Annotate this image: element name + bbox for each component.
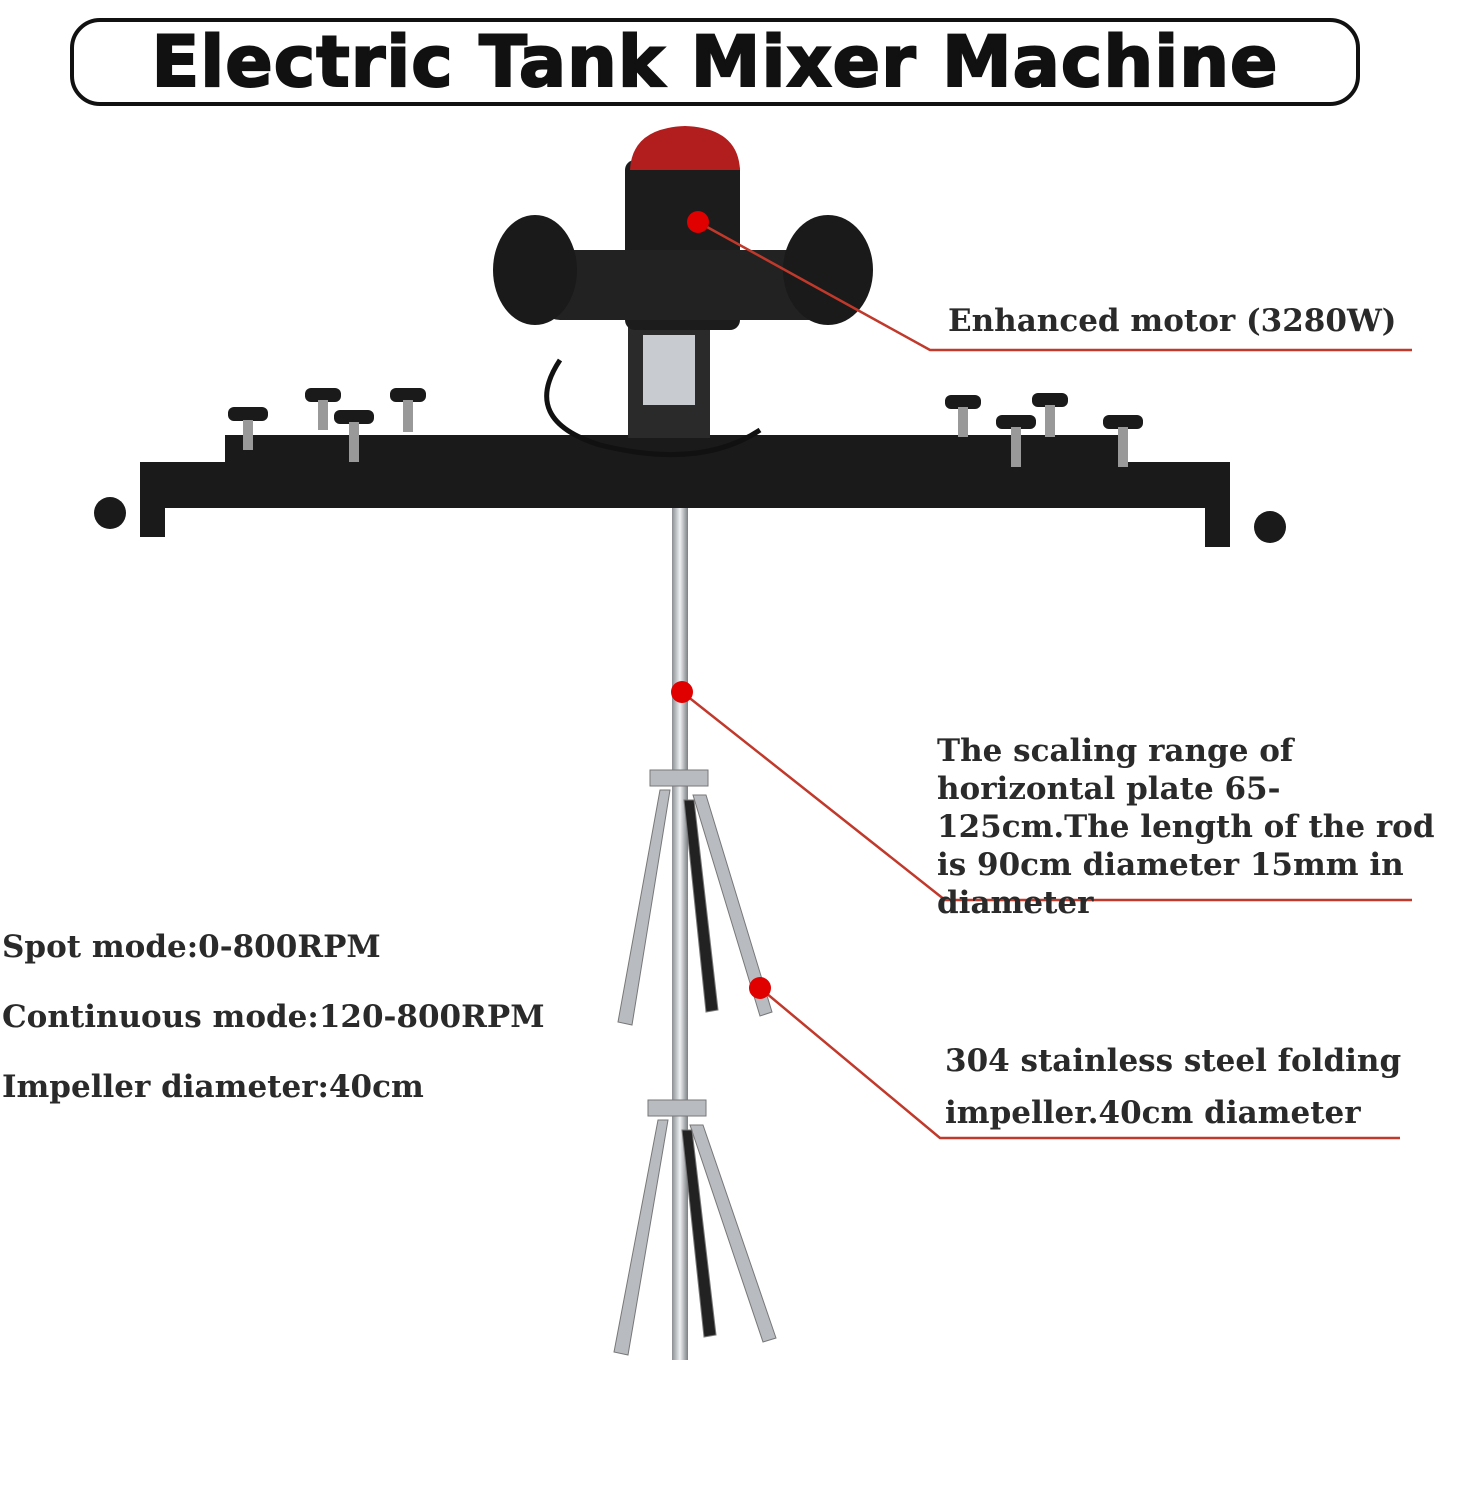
impeller-callout: 304 stainless steel folding impeller.40c… <box>945 1043 1402 1131</box>
mixing-rod <box>672 505 688 1360</box>
impeller-marker <box>749 977 771 999</box>
spec-impeller-diameter: Impeller diameter:40cm <box>2 1069 424 1105</box>
motor-marker <box>687 211 709 233</box>
spec-continuous-mode: Continuous mode:120-800RPM <box>2 999 545 1035</box>
callout-markers <box>671 211 771 999</box>
horizontal-plate <box>94 435 1286 547</box>
impeller-upper <box>617 769 773 1026</box>
impeller-lower <box>613 1099 777 1356</box>
product-title: Electric Tank Mixer Machine <box>150 20 1279 104</box>
callout-lines <box>681 220 1412 1140</box>
rod-marker <box>671 681 693 703</box>
plate-callout: The scaling range of horizontal plate 65… <box>937 733 1435 921</box>
adjustment-knobs <box>228 388 1143 467</box>
spec-spot-mode: Spot mode:0-800RPM <box>2 929 381 965</box>
product-title-banner: Electric Tank Mixer Machine <box>70 18 1360 106</box>
motor-callout: Enhanced motor (3280W) <box>948 303 1397 339</box>
motor <box>493 126 873 458</box>
